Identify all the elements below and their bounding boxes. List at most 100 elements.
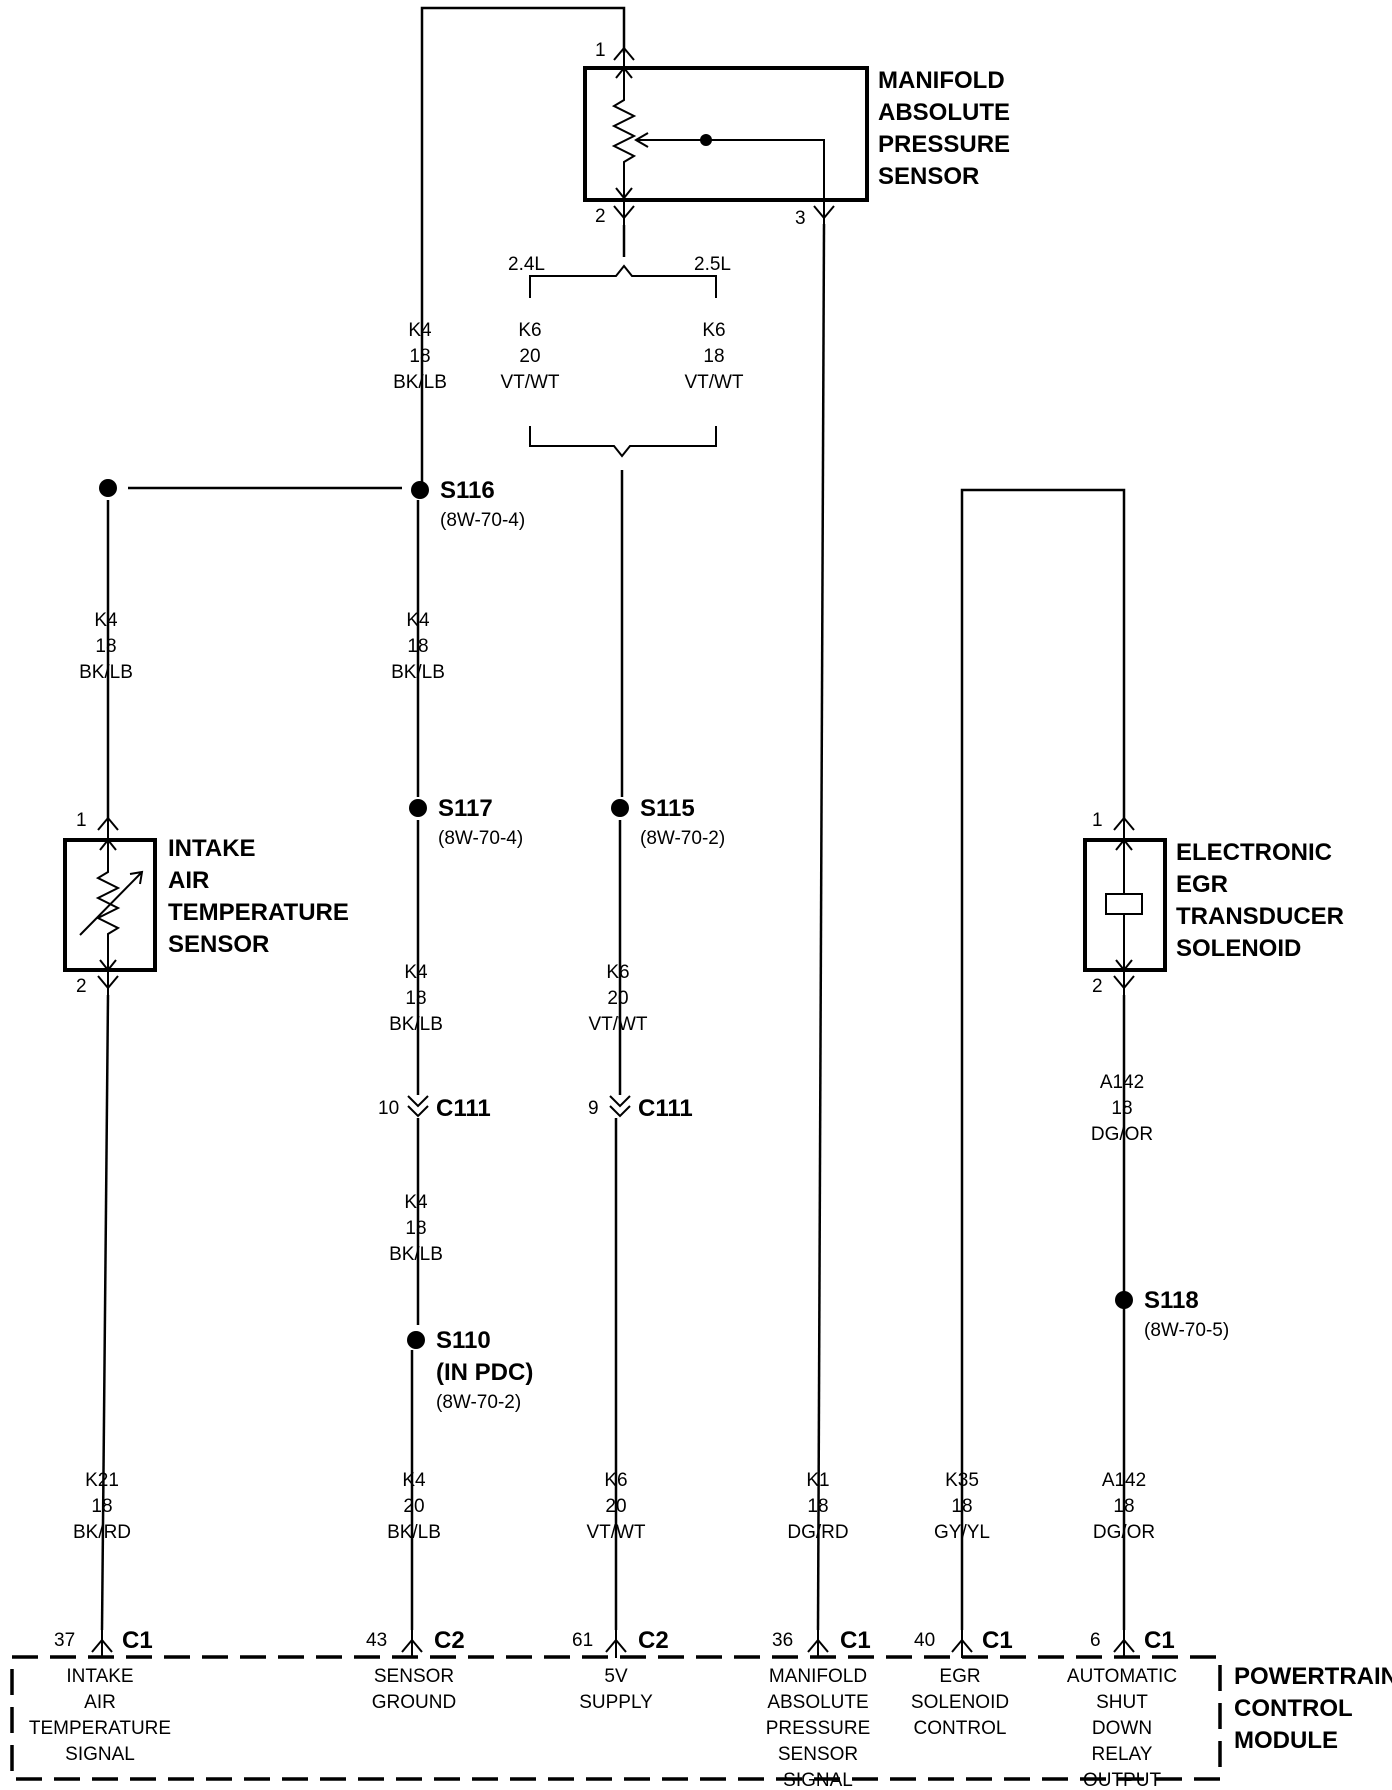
c111-k4-name: C111 <box>436 1095 491 1122</box>
wire-k21-id: K21 <box>85 1470 119 1491</box>
wire-k4-bottom-gauge: 20 <box>403 1496 424 1517</box>
pcm-label-6-3: DOWN <box>1092 1718 1152 1739</box>
pcm-terminal-61 <box>605 1630 627 1658</box>
egr-pin-2-label: 2 <box>1092 976 1103 997</box>
pcm-conn-40: C1 <box>982 1627 1013 1654</box>
wire-k4-bottom-color: BK/LB <box>387 1522 441 1543</box>
pcm-label-36-1: MANIFOLD <box>769 1666 867 1687</box>
map-sensor-box <box>583 66 869 202</box>
iat-terminal-1 <box>97 816 119 842</box>
iat-pin-2-label: 2 <box>76 976 87 997</box>
pcm-terminal-37 <box>91 1630 113 1658</box>
pcm-label-61-1: 5V <box>604 1666 628 1687</box>
wire-k21-gauge: 18 <box>91 1496 112 1517</box>
wire-k6-bottom-color: VT/WT <box>586 1522 645 1543</box>
pcm-conn-6: C1 <box>1144 1627 1175 1654</box>
wire-k35-color: GY/YL <box>934 1522 990 1543</box>
wire-k4-iat-gauge: 18 <box>95 636 116 657</box>
pcm-label-6-2: SHUT <box>1096 1692 1148 1713</box>
pcm-label-61-2: SUPPLY <box>579 1692 653 1713</box>
wire-k4-mid1-gauge: 18 <box>407 636 428 657</box>
wire-k4-iat-id: K4 <box>94 610 118 631</box>
pcm-conn-36: C1 <box>840 1627 871 1654</box>
pcm-label-40-1: EGR <box>939 1666 980 1687</box>
wire-k6-25-gauge: 18 <box>703 346 724 367</box>
pcm-terminal-43 <box>401 1630 423 1658</box>
wire-k6-bottom-id: K6 <box>604 1470 627 1491</box>
pcm-conn-37: C1 <box>122 1627 153 1654</box>
pcm-label-2: CONTROL <box>1234 1695 1353 1722</box>
pcm-pin-61: 61 <box>572 1630 593 1651</box>
pcm-label-37-2: AIR <box>84 1692 116 1713</box>
wire-k4-top-color: BK/LB <box>393 372 447 393</box>
wire-a142-top-id: A142 <box>1100 1072 1144 1093</box>
map-pin-3-label: 3 <box>795 208 806 229</box>
pcm-pin-6: 6 <box>1090 1630 1101 1651</box>
map-sensor-label-4: SENSOR <box>878 163 979 190</box>
map-pin-2-label: 2 <box>595 206 606 227</box>
map-terminal-3 <box>813 196 835 224</box>
wire-a142-top-gauge: 18 <box>1111 1098 1132 1119</box>
wire-a142-bottom-gauge: 18 <box>1113 1496 1134 1517</box>
wire-k1-gauge: 18 <box>807 1496 828 1517</box>
egr-terminal-2 <box>1113 968 1135 995</box>
splice-s110-sub: (IN PDC) <box>436 1359 533 1386</box>
egr-coil-box <box>1105 893 1143 915</box>
wire-k6-25-id: K6 <box>702 320 725 341</box>
iat-sensor-label-3: TEMPERATURE <box>168 899 349 926</box>
wire-k6-25-color: VT/WT <box>684 372 743 393</box>
c111-k6-name: C111 <box>638 1095 693 1122</box>
splice-s118-ref: (8W-70-5) <box>1144 1320 1229 1341</box>
wire-k21-color: BK/RD <box>73 1522 131 1543</box>
pcm-label-43-2: GROUND <box>372 1692 456 1713</box>
wire-k1 <box>816 223 826 1631</box>
wire-k4-top-gauge: 18 <box>409 346 430 367</box>
pcm-label-36-4: SENSOR <box>778 1744 858 1765</box>
pcm-label-36-5: SIGNAL <box>783 1770 853 1790</box>
brace-bottom <box>529 426 717 458</box>
egr-terminal-1 <box>1113 816 1135 842</box>
pcm-label-37-1: INTAKE <box>66 1666 133 1687</box>
wire-k4-bottom-id: K4 <box>402 1470 426 1491</box>
pcm-pin-37: 37 <box>54 1630 75 1651</box>
map-sensor-label-1: MANIFOLD <box>878 67 1005 94</box>
pcm-label-6-5: OUTPUT <box>1083 1770 1162 1790</box>
wire-k4-mid3-gauge: 18 <box>405 1218 426 1239</box>
splice-s110 <box>407 1331 425 1349</box>
iat-sensor-label-4: SENSOR <box>168 931 269 958</box>
wire-k4-mid2-color: BK/LB <box>389 1014 443 1035</box>
wire-k4-top-id: K4 <box>408 320 432 341</box>
engine-option-braces: 2.4L 2.5L <box>508 254 731 458</box>
pcm-label-40-2: SOLENOID <box>911 1692 1009 1713</box>
iat-pin-1-label: 1 <box>76 810 87 831</box>
splice-s117-ref: (8W-70-4) <box>438 828 523 849</box>
pcm-label-1: POWERTRAIN <box>1234 1663 1392 1690</box>
wire-a142-bottom-color: DG/OR <box>1093 1522 1155 1543</box>
pcm-label-37-4: SIGNAL <box>65 1744 135 1765</box>
egr-solenoid: 1 2 ELECTRONIC EGR TRANSDUCER SOLENOID <box>1083 810 1344 997</box>
pcm-pin-36: 36 <box>772 1630 793 1651</box>
splice-s110-ref: (8W-70-2) <box>436 1392 521 1413</box>
c111-k4-symbol <box>407 1095 429 1118</box>
map-terminal-1 <box>613 46 635 70</box>
pcm-dashed-box <box>10 1655 1222 1781</box>
egr-solenoid-label-1: ELECTRONIC <box>1176 839 1332 866</box>
wire-k6-mid-gauge: 20 <box>607 988 628 1009</box>
splice-s117-name: S117 <box>438 795 493 822</box>
pcm-conn-61: C2 <box>638 1627 669 1654</box>
option-2.4l: 2.4L <box>508 254 545 275</box>
wire-a142-top-color: DG/OR <box>1091 1124 1153 1145</box>
splices: S116 (8W-70-4) S117 (8W-70-4) S115 (8W-7… <box>99 477 1229 1413</box>
iat-sensor-label-2: AIR <box>168 867 209 894</box>
wire-k6-mid-id: K6 <box>606 962 629 983</box>
pcm-label-40-3: CONTROL <box>914 1718 1007 1739</box>
egr-solenoid-label-4: SOLENOID <box>1176 935 1301 962</box>
pcm-label-36-3: PRESSURE <box>766 1718 871 1739</box>
wire-k35-id: K35 <box>945 1470 979 1491</box>
egr-coil <box>1115 838 1133 972</box>
splice-s116-ref: (8W-70-4) <box>440 510 525 531</box>
egr-solenoid-label-3: TRANSDUCER <box>1176 903 1344 930</box>
c111-k6-symbol <box>609 1095 631 1118</box>
map-terminal-2 <box>613 196 635 226</box>
pcm-pin-43: 43 <box>366 1630 387 1651</box>
